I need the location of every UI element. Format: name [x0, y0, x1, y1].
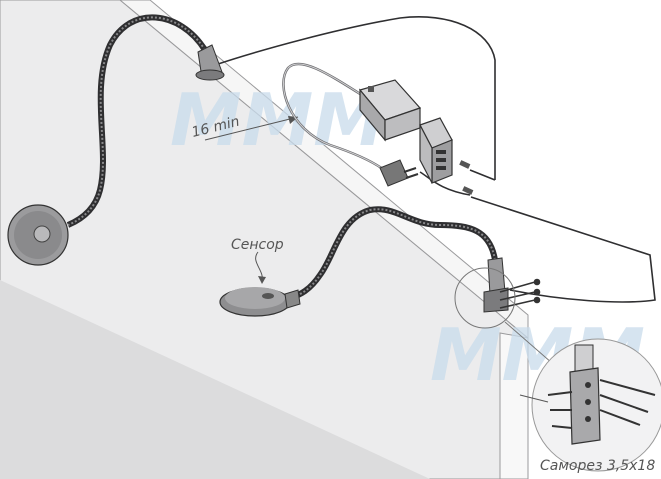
watermark-top: MMM: [170, 78, 385, 162]
sensor-label: Сенсор: [231, 237, 284, 253]
screw-label: Саморез 3,5х18: [540, 458, 655, 474]
power-cables: [214, 16, 656, 303]
lamp-sensor: [219, 206, 509, 317]
sensor-callout: Сенсор: [231, 237, 284, 284]
mount-detail-zoom: [519, 338, 661, 472]
mount-screws: [499, 278, 541, 309]
euro-plug: [379, 159, 419, 187]
mount-detail-marker: [454, 267, 516, 329]
furniture-panel: [0, 0, 529, 479]
connector-block: [419, 117, 474, 195]
lamp-top: [7, 14, 225, 266]
